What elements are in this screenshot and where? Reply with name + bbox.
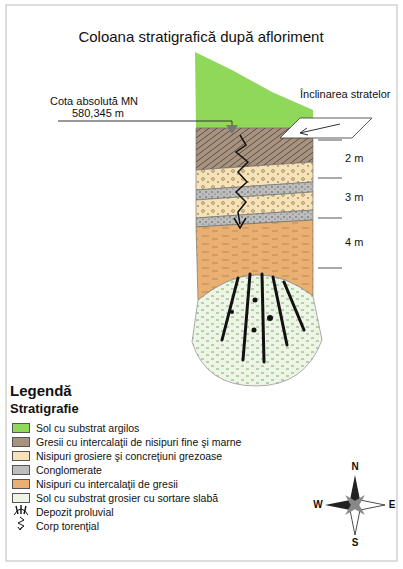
compass-south: S (352, 537, 359, 549)
legend-subheading: Stratigrafie (10, 402, 79, 417)
legend-swatch (12, 493, 30, 503)
thickness-label: 3 m (345, 191, 363, 204)
compass-west: W (313, 499, 322, 511)
legend-text: Gresii cu intercalaţii de nisipuri fine … (36, 436, 241, 448)
legend-swatch (12, 465, 30, 475)
compass-east: E (389, 499, 396, 511)
legend-swatch (12, 451, 30, 461)
legend-swatch (12, 423, 30, 433)
thickness-label: 2 m (345, 152, 363, 165)
diagram-title: Coloana stratigrafică după afloriment (78, 28, 323, 45)
legend-text: Sol cu substrat grosier cu sortare slabă (36, 492, 218, 504)
legend-text: Nisipuri cu intercalaţii de gresii (36, 478, 178, 490)
elevation-value: 580,345 m (72, 107, 124, 120)
legend-heading: Legendă (10, 382, 72, 399)
thickness-label: 4 m (345, 236, 363, 249)
legend-swatch (12, 479, 30, 489)
legend-swatch (12, 437, 30, 447)
legend-text: Conglomerate (36, 464, 102, 476)
legend-text: Nisipuri grosiere şi concreţiuni grezoas… (36, 450, 222, 462)
compass-north: N (351, 461, 358, 473)
legend-text: Corp torenţial (36, 520, 99, 532)
legend-text: Sol cu substrat argilos (36, 422, 139, 434)
legend-text: Depozit proluvial (36, 506, 114, 518)
elevation-label: Cota absolută MN (50, 95, 138, 108)
dip-label: Înclinarea stratelor (300, 88, 391, 101)
